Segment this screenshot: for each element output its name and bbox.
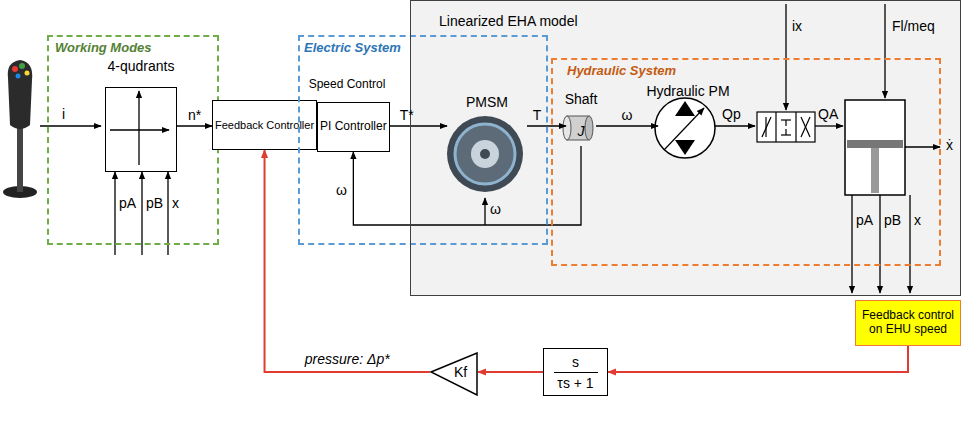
- node-text: Working Modes: [55, 40, 152, 55]
- transfer-block: s τs + 1: [543, 348, 608, 396]
- signal-label: ω: [490, 201, 501, 217]
- node-text: Speed Control: [302, 77, 392, 91]
- pump-block-shape: [658, 101, 718, 161]
- node-text: Feedback control on EHU speed: [860, 309, 956, 337]
- valve-command-arrow: [785, 4, 786, 110]
- node-text: Hydraulic PM: [633, 83, 743, 99]
- node-text: τs + 1: [557, 375, 593, 391]
- node-text: Linearized EHA model: [439, 13, 578, 29]
- node-text: 4-qudrants: [97, 58, 185, 74]
- signal-label: pB: [884, 212, 901, 228]
- valve-symbol: [757, 112, 815, 142]
- pump-symbol: [655, 98, 715, 158]
- quadrant-axes: [110, 91, 169, 165]
- signal-label: pB: [146, 195, 163, 211]
- group-box: Electric System PI Controller Speed Contro…: [298, 35, 548, 245]
- signal-label: ix: [792, 18, 802, 34]
- model-ground: [410, 0, 961, 296]
- signal-connector: [390, 125, 447, 126]
- load-arrow: [884, 4, 885, 98]
- node-text: PMSM: [437, 94, 537, 110]
- edge-label: ω: [622, 107, 633, 123]
- shaft-block-shape: J: [566, 116, 596, 146]
- pump-block: Hydraulic PM: [633, 83, 743, 161]
- flow-arrow: [815, 125, 843, 126]
- velocity-arrow: [905, 146, 940, 147]
- signal-connector: [177, 125, 212, 126]
- group-box: Working Modes 4-qudrants: [47, 35, 219, 245]
- feedback-connector: [265, 150, 430, 372]
- edge-label: n*: [188, 107, 201, 123]
- callout-box: Feedback control on EHU speed: [855, 300, 961, 346]
- mode-box-shape: [105, 87, 177, 172]
- edge-label: ω: [336, 182, 347, 198]
- signal-label: QA: [818, 106, 838, 122]
- node-text: Kf: [454, 364, 467, 380]
- mode-box: 4-qudrants: [97, 58, 185, 172]
- node-text: J: [578, 123, 585, 139]
- signal-label: pA: [856, 212, 873, 228]
- group-box: Hydraulic SystemJ Shaft Hydraulic PM: [551, 58, 941, 266]
- process-box-shape: PI Controller: [317, 102, 390, 152]
- motor-block-shape: [447, 116, 527, 196]
- feedback-connector: [478, 371, 543, 373]
- model-box: Linearized EHA modelHydraulic SystemJ Sha…: [410, 0, 961, 296]
- signal-label: x: [172, 195, 179, 211]
- edge-label: T: [533, 107, 542, 123]
- node-text: Shaft: [556, 91, 606, 107]
- flow-arrow: [715, 125, 755, 126]
- process-box: PI Controller Speed Control: [302, 77, 392, 152]
- signal-label: x: [914, 212, 921, 228]
- node-text: PI Controller: [320, 120, 387, 134]
- node-text: Hydraulic System: [567, 63, 676, 78]
- signal-label: Fl/meq: [892, 18, 935, 34]
- node-text: s: [554, 354, 598, 373]
- output-arrows: [852, 195, 910, 293]
- edge-label: pressure: Δp*: [305, 351, 390, 367]
- input-arrow: [40, 125, 101, 126]
- motor-block: PMSM: [437, 94, 537, 198]
- shaft-icon: [563, 116, 593, 140]
- speed-feedback-branch: [484, 198, 485, 225]
- feedback-connector: [608, 346, 908, 372]
- cylinder-symbol: [845, 100, 905, 195]
- joystick-icon: [3, 60, 37, 198]
- node-text: Electric System: [304, 40, 401, 55]
- signal-label: i: [62, 106, 65, 122]
- signal-label: ẋ: [946, 137, 953, 153]
- signal-label: pA: [119, 195, 136, 211]
- signal-connector: [596, 125, 658, 126]
- signal-label: Qp: [722, 106, 741, 122]
- motor-icon: [447, 116, 523, 192]
- process-box: Feedback Controller: [212, 100, 317, 150]
- edge-label: T*: [400, 107, 414, 123]
- gain-block: Kf: [430, 352, 478, 396]
- shaft-block: J Shaft: [556, 91, 606, 147]
- mode-input-arrows: [115, 172, 168, 255]
